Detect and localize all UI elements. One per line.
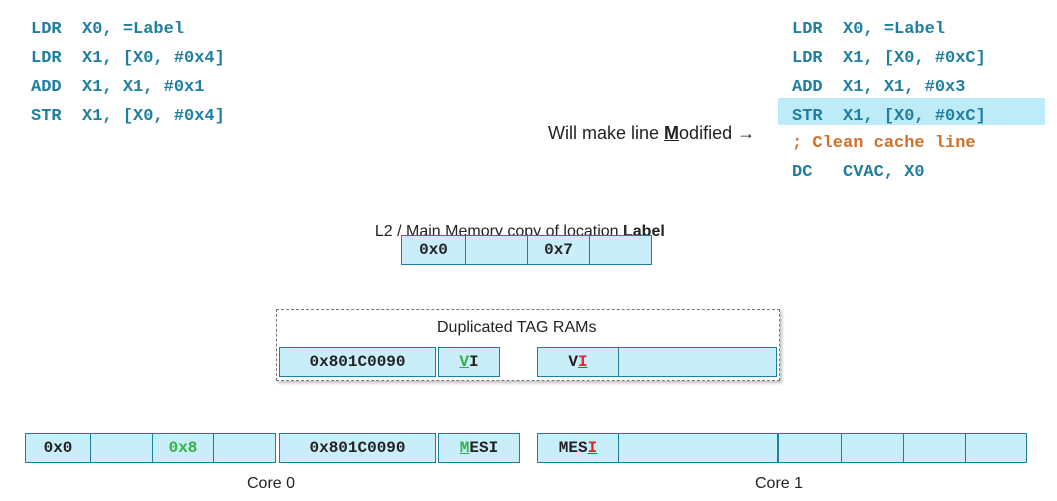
tag-ram-core0-invalid: I [469,353,479,371]
core1-data-cell-4 [965,433,1027,463]
core0-data-cell-1: 0x0 [25,433,91,463]
tag-ram-core1-invalid: I [578,353,588,371]
core1-data-cell-2 [841,433,904,463]
annotation-letter: M [664,123,680,143]
left-code-line-2: LDR X1, [X0, #0x4] [31,49,225,68]
right-code-line-2: LDR X1, [X0, #0xC] [792,49,986,68]
core1-state-rest: MES [558,439,588,457]
right-code-line-4: STR X1, [X0, #0xC] [792,107,986,126]
core1-data-cell-3 [903,433,966,463]
memory-cell-4 [589,235,652,265]
right-code-line-1: LDR X0, =Label [792,20,946,39]
tag-ram-core1-valid: V [568,353,578,371]
memory-cell-1: 0x0 [401,235,466,265]
right-code-comment: ; Clean cache line [792,134,976,153]
annotation-suffix: odified → [679,123,756,143]
core1-state-invalid: I [587,439,598,457]
annotation-prefix: Will make line [548,123,665,143]
modified-annotation: Will make line Modified → [538,106,755,142]
core0-state-modified: M [459,439,470,457]
tag-ram-core1-tag [618,347,777,377]
core1-label: Core 1 [755,475,804,492]
core0-state-rest: ESI [469,439,499,457]
core1-tag-cell [618,433,778,463]
left-code-line-3: ADD X1, X1, #0x1 [31,78,205,97]
memory-cell-3: 0x7 [527,235,590,265]
modified-line-highlight [778,98,1045,125]
core0-tag-cell: 0x801C0090 [279,433,436,463]
core0-data-cell-4 [213,433,276,463]
right-code-line-3: ADD X1, X1, #0x3 [792,78,966,97]
tag-ram-core0-valid: V [459,353,469,371]
memory-cell-2 [465,235,528,265]
core0-data-cell-2 [90,433,153,463]
right-code-line-6: DC CVAC, X0 [792,163,925,182]
core1-data-cell-1 [778,433,842,463]
core0-label: Core 0 [247,475,296,492]
left-code-line-4: STR X1, [X0, #0x4] [31,107,225,126]
core0-data-cell-3: 0x8 [152,433,214,463]
left-code-line-1: LDR X0, =Label [31,20,185,39]
tag-ram-address: 0x801C0090 [279,347,436,377]
tag-rams-title: Duplicated TAG RAMs [437,319,597,336]
